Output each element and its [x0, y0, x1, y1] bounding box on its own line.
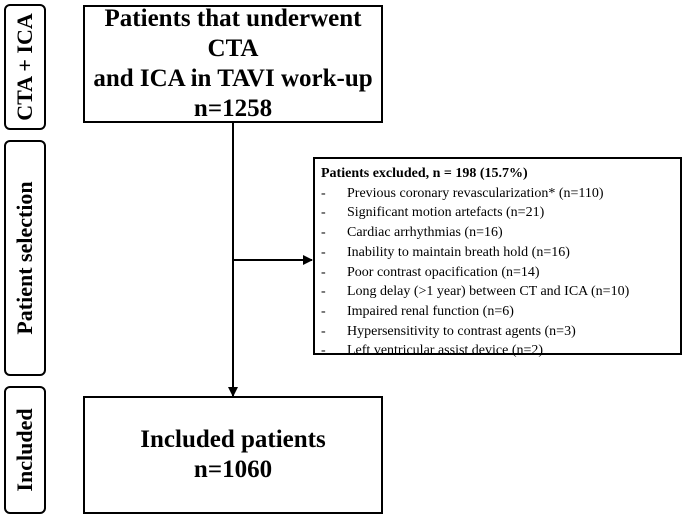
excluded-patients-title: Patients excluded, n = 198 (15.7%) — [321, 166, 528, 181]
list-bullet: - — [321, 303, 326, 319]
list-item: - Inability to maintain breath hold (n=16… — [321, 243, 674, 263]
included-patients-label: Included patients — [140, 426, 326, 453]
excluded-patients-box: Patients excluded, n = 198 (15.7%) - Prev… — [313, 157, 682, 358]
exclusion-reason: Poor contrast opacification (n=14) — [347, 264, 540, 280]
list-bullet: - — [321, 284, 326, 300]
list-bullet: - — [321, 323, 326, 339]
enrolled-patients-box: Patients that underwent CTA and ICA in T… — [83, 5, 383, 123]
exclusion-reason: Significant motion artefacts (n=21) — [347, 205, 545, 221]
exclusion-reason: Impaired renal function (n=6) — [347, 303, 514, 319]
list-bullet: - — [321, 185, 326, 201]
included-patients-count: n=1060 — [193, 456, 273, 483]
list-item: - Impaired renal function (n=6) — [321, 302, 674, 322]
exclusion-reason: Cardiac arrhythmias (n=16) — [347, 225, 503, 241]
exclusion-reason: Previous coronary revascularization* (n=… — [347, 185, 604, 201]
list-item: - Significant motion artefacts (n=21) — [321, 203, 674, 223]
list-item: - Poor contrast opacification (n=14) — [321, 263, 674, 283]
enrolled-patients-line2: and ICA in TAVI work-up — [93, 65, 373, 92]
exclusion-reason: Inability to maintain breath hold (n=16) — [347, 244, 570, 260]
exclusion-reasons-list: - Previous coronary revascularization* (n… — [321, 184, 674, 361]
exclusion-reason: Hypersensitivity to contrast agents (n=3… — [347, 323, 576, 339]
list-item: - Left ventricular assist device (n=2) — [321, 341, 674, 361]
enrolled-patients-count: n=1258 — [193, 95, 273, 122]
stage-box-cta-ica: CTA + ICA — [4, 4, 46, 130]
list-item: - Long delay (>1 year) between CT and ICA… — [321, 282, 674, 302]
stage-box-patient-selection: Patient selection — [4, 140, 46, 376]
list-bullet: - — [321, 343, 326, 359]
included-patients-box: Included patients n=1060 — [83, 396, 383, 514]
list-bullet: - — [321, 264, 326, 280]
list-item: - Previous coronary revascularization* (n… — [321, 184, 674, 204]
exclusion-reason: Left ventricular assist device (n=2) — [347, 343, 544, 359]
list-bullet: - — [321, 244, 326, 260]
list-item: - Cardiac arrhythmias (n=16) — [321, 223, 674, 243]
list-bullet: - — [321, 205, 326, 221]
list-item: - Hypersensitivity to contrast agents (n=… — [321, 322, 674, 342]
stage-box-included: Included — [4, 386, 46, 514]
enrolled-patients-line1: Patients that underwent CTA — [104, 5, 362, 62]
list-bullet: - — [321, 225, 326, 241]
exclusion-reason: Long delay (>1 year) between CT and ICA … — [347, 284, 630, 300]
